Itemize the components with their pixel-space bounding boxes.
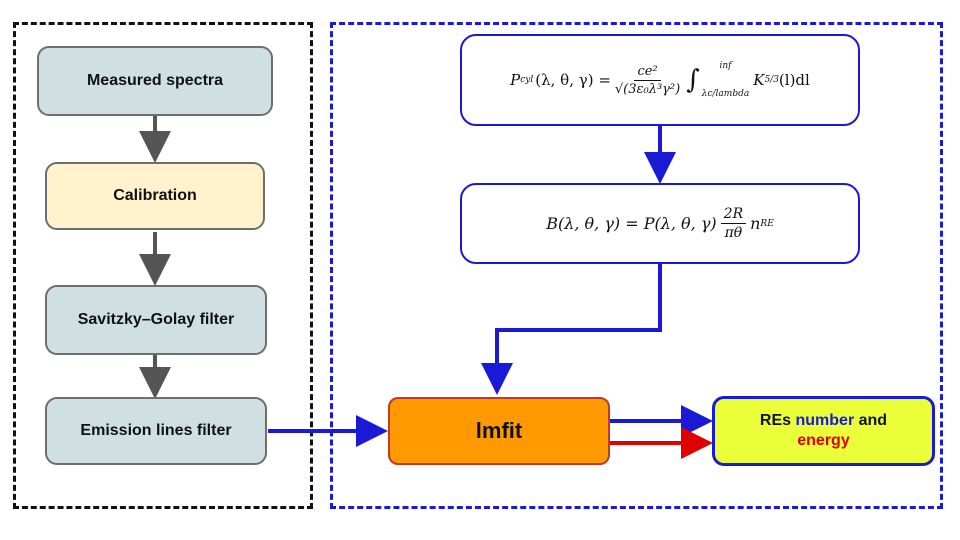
measured-spectra-label: Measured spectra [86, 72, 224, 89]
calibration-box: Calibration [45, 162, 265, 230]
calibration-label: Calibration [113, 187, 197, 204]
emission-lines-label: Emission lines filter [80, 422, 232, 439]
arrow-b-to-lmfit [481, 264, 662, 395]
measured-spectra-box: Measured spectra [37, 46, 273, 116]
model-frame [330, 22, 943, 509]
result-number-word: number [795, 412, 855, 429]
b-fraction: 2R πθ [720, 206, 747, 241]
integral-sign: ∫ [686, 65, 700, 95]
preprocessing-frame [13, 22, 313, 509]
savitzky-golay-box: Savitzky–Golay filter [45, 285, 267, 355]
integral-limits: inf λc/lambda [701, 61, 750, 99]
p-cyl-fraction: ce² √(3ε₀λ³γ²) [614, 63, 681, 97]
lmfit-box: lmfit [388, 397, 610, 465]
result-label: REs number and energy [759, 412, 888, 449]
lmfit-label: lmfit [475, 418, 523, 443]
savitzky-golay-label: Savitzky–Golay filter [77, 311, 235, 328]
result-box: REs number and energy [712, 396, 935, 466]
result-energy-word: energy [797, 432, 850, 449]
emission-lines-box: Emission lines filter [45, 397, 267, 465]
